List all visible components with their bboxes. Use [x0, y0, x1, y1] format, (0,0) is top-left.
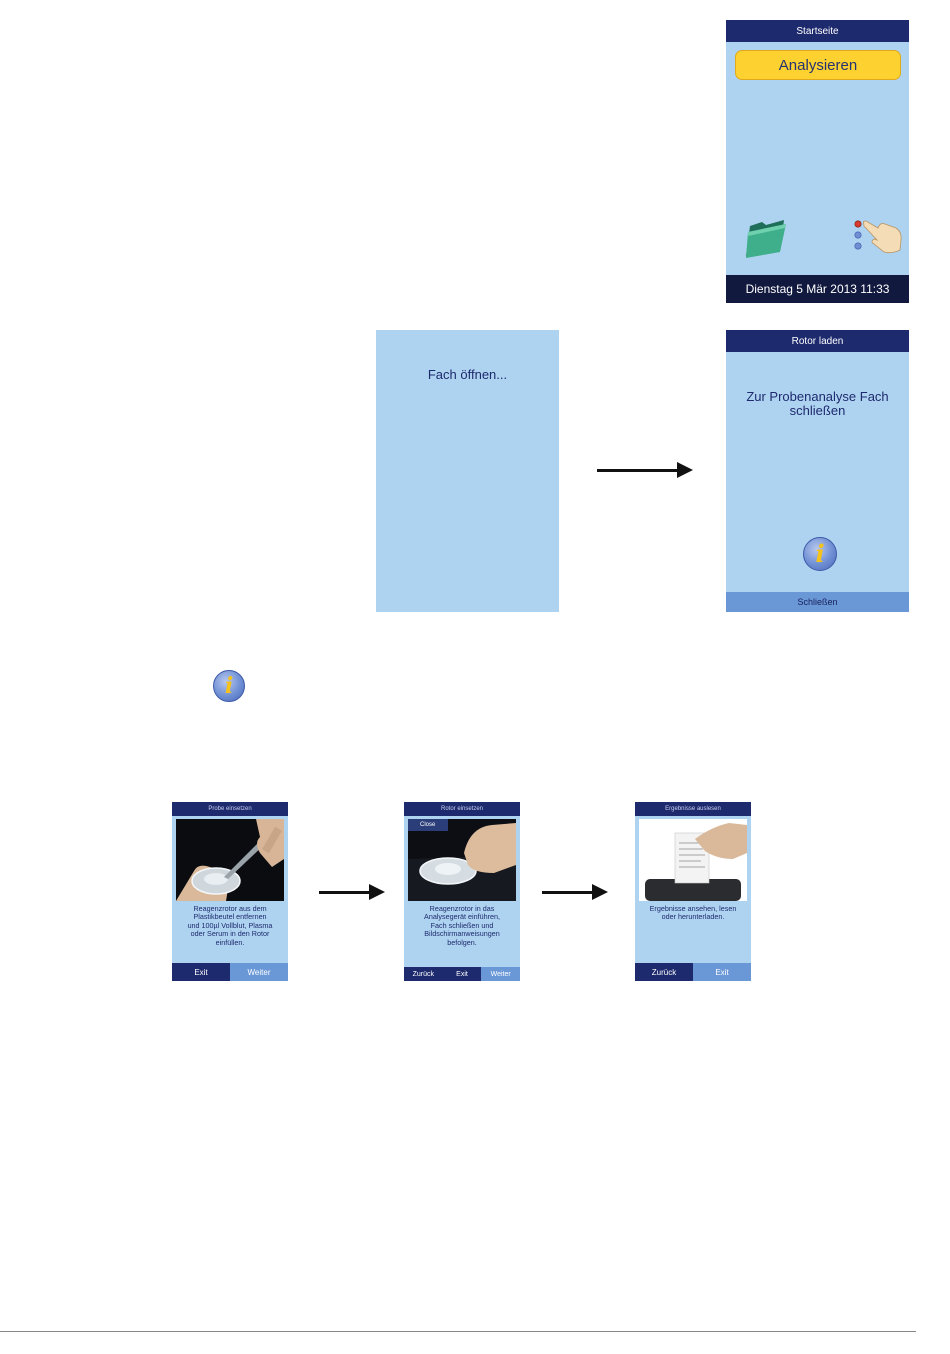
insert-rotor-image: Close [408, 819, 516, 901]
opening-screen: Fach öffnen... [376, 330, 559, 612]
tutorial-text-line: Plastikbeutel entfernen [193, 912, 267, 922]
load-rotor-message-line2: schließen [789, 403, 846, 418]
next-button[interactable]: Weiter [230, 963, 288, 981]
tutorial-text-line: befolgen. [447, 937, 477, 947]
exit-button[interactable]: Exit [172, 963, 230, 981]
printout-image [639, 819, 747, 901]
tutorial-title: Ergebnisse auslesen [635, 802, 751, 816]
hand-pointer-icon[interactable] [852, 216, 904, 256]
folder-icon[interactable] [744, 218, 788, 260]
tutorial-text-line: Analysegerät einführen, [424, 912, 500, 922]
date-time-bar: Dienstag 5 Mär 2013 11:33 [726, 275, 909, 303]
load-rotor-screen: Rotor laden Zur Probenanalyse Fach schli… [726, 330, 909, 612]
tutorial-text-line: Reagenzrotor in das [429, 904, 495, 913]
arrow-right-icon [319, 884, 385, 900]
tutorial-text-line: Bildschirmanweisungen [424, 929, 500, 939]
tutorial-text-line: oder Serum in den Rotor [190, 929, 270, 939]
back-button[interactable]: Zurück [404, 967, 443, 981]
tutorial-screen-sample: Probe einsetzen Reagenzrotor aus dem Pla… [172, 802, 288, 981]
tutorial-text-line: oder herunterladen. [661, 912, 725, 922]
info-icon: i [213, 670, 245, 702]
tutorial-text-line: und 100µl Vollblut, Plasma [187, 920, 273, 930]
tutorial-screen-results: Ergebnisse auslesen Ergebnisse ansehen, … [635, 802, 751, 981]
opening-message: Fach öffnen... [427, 367, 508, 382]
home-screen: Startseite Analysieren Dienstag 5 Mär 20… [726, 20, 909, 303]
next-button[interactable]: Weiter [481, 967, 520, 981]
info-icon[interactable]: i [803, 537, 837, 571]
tutorial-button-bar: Zurück Exit [635, 963, 751, 981]
load-rotor-message-line1: Zur Probenanalyse Fach [746, 389, 889, 404]
close-button[interactable]: Schließen [726, 592, 909, 612]
tutorial-screen-rotor: Rotor einsetzen Close Reagenzrotor in da… [404, 802, 520, 981]
tutorial-text-line: einfüllen. [215, 937, 245, 947]
tutorial-text-line: Ergebnisse ansehen, lesen [649, 904, 737, 913]
tutorial-title: Probe einsetzen [172, 802, 288, 816]
tutorial-text-line: Fach schließen und [430, 920, 494, 930]
tutorial-title: Rotor einsetzen [404, 802, 520, 816]
pipette-rotor-image [176, 819, 284, 901]
tutorial-button-bar: Exit Weiter [172, 963, 288, 981]
arrow-right-icon [597, 462, 693, 478]
analyze-button[interactable]: Analysieren [735, 50, 901, 80]
tutorial-text-line: Reagenzrotor aus dem [193, 904, 267, 913]
exit-button[interactable]: Exit [693, 963, 751, 981]
home-screen-title: Startseite [726, 20, 909, 42]
arrow-right-icon [542, 884, 608, 900]
close-tag: Close [420, 822, 436, 828]
footer-divider [0, 1331, 916, 1332]
exit-button[interactable]: Exit [442, 967, 482, 981]
load-rotor-title: Rotor laden [726, 330, 909, 352]
back-button[interactable]: Zurück [635, 963, 693, 981]
tutorial-button-bar: Zurück Exit Weiter [404, 967, 520, 981]
